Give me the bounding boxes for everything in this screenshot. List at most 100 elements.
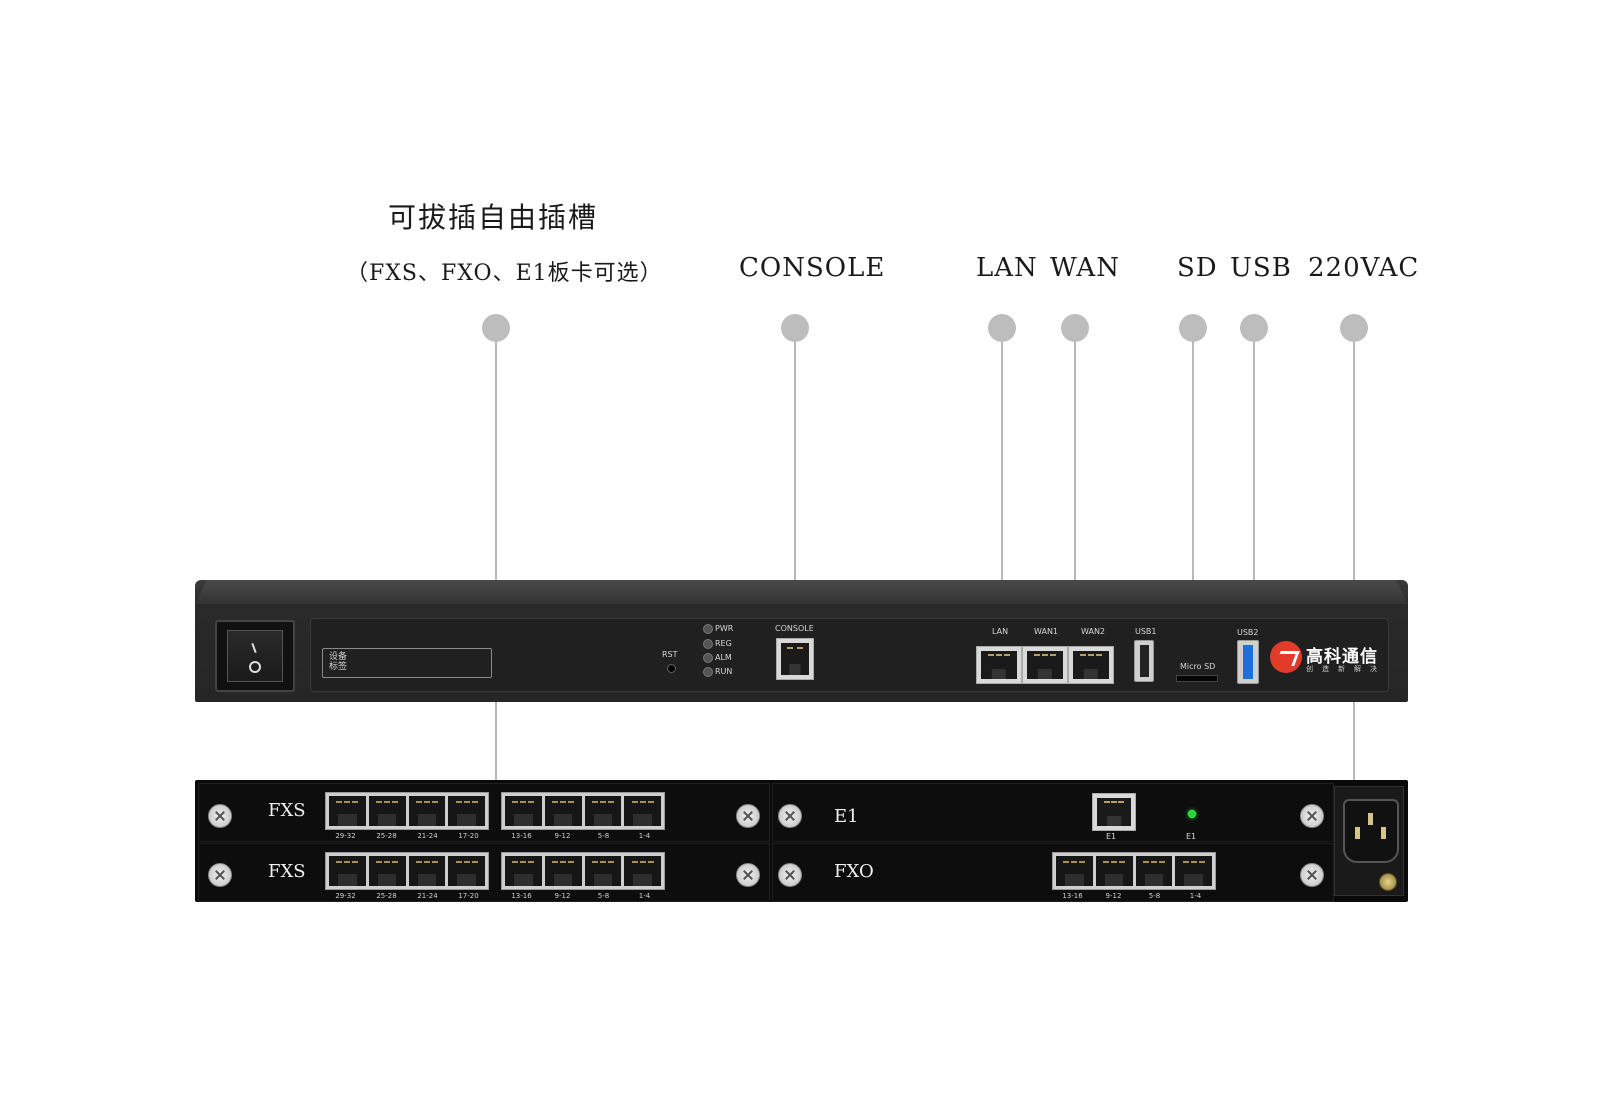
rj45-port[interactable]	[329, 796, 366, 826]
fxs-bottom-labels-a: 29-32 25-28 21-24 17-20	[325, 892, 489, 900]
rj45-port[interactable]	[1095, 856, 1133, 886]
port-label: 25-28	[376, 892, 397, 900]
lan-leader-dot	[988, 314, 1016, 342]
rj45-port[interactable]	[1135, 856, 1173, 886]
sd-leader-dot	[1179, 314, 1207, 342]
power-inlet-frame	[1334, 786, 1404, 896]
rj45-port[interactable]	[448, 856, 485, 886]
port-label: 21-24	[417, 892, 438, 900]
fxo-labels: 13-16 9-12 5-8 1-4	[1052, 892, 1216, 900]
rj45-port[interactable]	[448, 796, 485, 826]
run-led-label: RUN	[715, 667, 733, 676]
rear-slot-top-right	[772, 783, 1334, 842]
rj45-port[interactable]	[505, 796, 542, 826]
lan-leader-line	[1001, 328, 1003, 616]
rj45-port[interactable]	[584, 796, 622, 826]
port-label: 13-16	[511, 832, 532, 840]
rj45-port[interactable]	[368, 796, 406, 826]
power-leader-dot	[1340, 314, 1368, 342]
slot-leader-line	[495, 328, 497, 783]
micro-sd-label: Micro SD	[1180, 662, 1216, 671]
power-callout-label: 220VAC	[1308, 253, 1420, 283]
console-leader-dot	[781, 314, 809, 342]
reg-led-label: REG	[715, 639, 732, 648]
rj45-port[interactable]	[408, 856, 446, 886]
console-port[interactable]	[776, 638, 814, 680]
lan-port[interactable]	[976, 646, 1022, 684]
slot-screw-icon	[208, 804, 232, 828]
rj45-port[interactable]	[544, 796, 582, 826]
micro-sd-slot[interactable]	[1176, 675, 1218, 682]
port-label: 9-12	[1105, 892, 1122, 900]
rj45-port[interactable]	[368, 856, 406, 886]
port-label: 25-28	[376, 832, 397, 840]
fxs-top-labels-a: 29-32 25-28 21-24 17-20	[325, 832, 489, 840]
slot-name-fxs-bottom: FXS	[268, 861, 306, 882]
rst-button[interactable]	[667, 664, 676, 673]
fxs-top-port-group-a[interactable]	[325, 792, 489, 830]
inlet-pin	[1355, 827, 1360, 839]
device-label-box: 设备 标签	[322, 648, 492, 678]
slot-name-fxs-top: FXS	[268, 800, 306, 821]
reg-led	[703, 639, 713, 649]
rj45-port[interactable]	[584, 856, 622, 886]
wan-leader-line	[1074, 328, 1076, 616]
device-label-text: 设备 标签	[329, 652, 348, 672]
port-label: 13-16	[1062, 892, 1083, 900]
usb1-label: USB1	[1135, 627, 1157, 636]
usb2-port[interactable]	[1237, 640, 1259, 684]
power-switch[interactable]	[227, 630, 283, 682]
wan2-port[interactable]	[1068, 646, 1114, 684]
ac-power-inlet[interactable]	[1343, 799, 1399, 863]
port-label: 1-4	[638, 892, 651, 900]
switch-off-mark	[249, 661, 261, 673]
slot-screw-icon	[736, 804, 760, 828]
brand-slogan: 创造新解决	[1306, 665, 1386, 673]
fxs-top-port-group-b[interactable]	[501, 792, 665, 830]
rj45-port[interactable]	[544, 856, 582, 886]
inlet-pin	[1381, 827, 1386, 839]
port-label: 13-16	[511, 892, 532, 900]
brand-name: 高科通信	[1306, 647, 1378, 667]
sd-leader-line	[1192, 328, 1194, 653]
slot-screw-icon	[1300, 804, 1324, 828]
port-label: 17-20	[458, 832, 479, 840]
pwr-led	[703, 624, 713, 634]
usb-leader-line	[1253, 328, 1255, 618]
wan-leader-dot	[1061, 314, 1089, 342]
slot-leader-dot	[482, 314, 510, 342]
rj45-port[interactable]	[408, 796, 446, 826]
port-label: 21-24	[417, 832, 438, 840]
port-label: 5-8	[597, 892, 610, 900]
e1-port[interactable]	[1092, 793, 1136, 831]
rj45-port[interactable]	[624, 796, 661, 826]
port-label: 1-4	[638, 832, 651, 840]
fxs-bottom-port-group-a[interactable]	[325, 852, 489, 890]
fxo-port-group[interactable]	[1052, 852, 1216, 890]
fxs-top-labels-b: 13-16 9-12 5-8 1-4	[501, 832, 665, 840]
wan1-port[interactable]	[1022, 646, 1068, 684]
rj45-port[interactable]	[329, 856, 366, 886]
usb1-port[interactable]	[1134, 640, 1154, 682]
alm-led	[703, 653, 713, 663]
wan1-port-label: WAN1	[1034, 627, 1059, 636]
rj45-port[interactable]	[624, 856, 661, 886]
rj45-port[interactable]	[1056, 856, 1093, 886]
e1-led-label: E1	[1186, 832, 1197, 841]
slot-callout-title: 可拔插自由插槽	[388, 201, 599, 234]
fxs-bottom-port-group-b[interactable]	[501, 852, 665, 890]
rj45-port[interactable]	[1175, 856, 1212, 886]
port-label: 9-12	[554, 832, 571, 840]
fxs-bottom-labels-b: 13-16 9-12 5-8 1-4	[501, 892, 665, 900]
wan-callout-label: WAN	[1050, 253, 1120, 283]
power-switch-frame	[215, 620, 295, 692]
usb-callout-label: USB	[1230, 253, 1292, 283]
rj45-port[interactable]	[505, 856, 542, 886]
port-label: 5-8	[1148, 892, 1161, 900]
slot-screw-icon	[778, 804, 802, 828]
alm-led-label: ALM	[715, 653, 732, 662]
port-label: 5-8	[597, 832, 610, 840]
slot-screw-icon	[208, 863, 232, 887]
usb2-label: USB2	[1237, 628, 1259, 637]
port-label: 17-20	[458, 892, 479, 900]
